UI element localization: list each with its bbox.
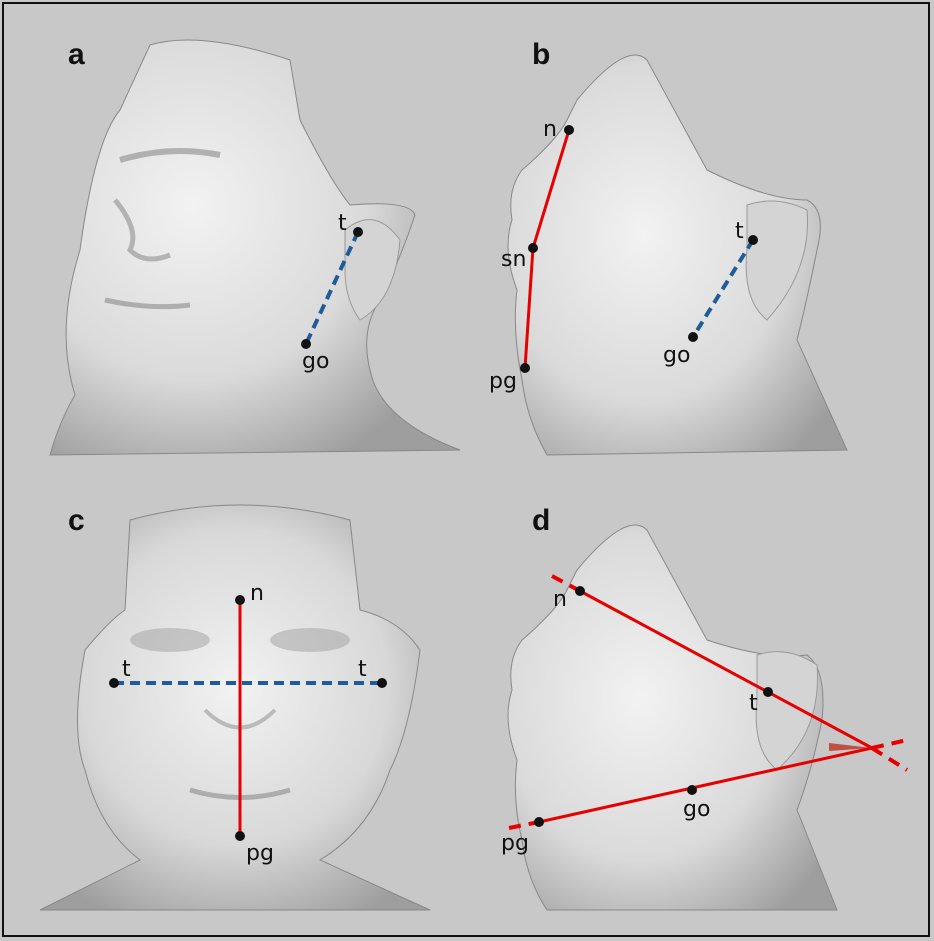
landmark-pg-dot bbox=[235, 831, 245, 841]
landmark-sn-dot bbox=[528, 243, 538, 253]
landmark-n-label: n bbox=[553, 587, 567, 612]
panel-d-label: d bbox=[532, 504, 550, 538]
n-t-extension-right bbox=[872, 748, 907, 770]
landmark-n-dot bbox=[564, 125, 574, 135]
panel-c: n t t pg c bbox=[0, 470, 467, 941]
pg-go-extension-right bbox=[872, 740, 907, 748]
landmark-sn-label: sn bbox=[501, 247, 526, 272]
landmark-t-label: t bbox=[338, 211, 347, 236]
landmark-t-label: t bbox=[735, 219, 744, 244]
landmark-t-left-label: t bbox=[122, 657, 131, 682]
panel-d: n t go pg d bbox=[467, 470, 934, 941]
panel-a: t go a bbox=[0, 0, 467, 470]
landmark-n-label: n bbox=[250, 581, 264, 606]
panel-b-label: b bbox=[532, 38, 550, 72]
landmark-pg-label: pg bbox=[501, 831, 529, 856]
head-3d-scan bbox=[40, 505, 430, 910]
panel-b: n sn pg t go b bbox=[467, 0, 934, 470]
landmark-go-label: go bbox=[663, 343, 690, 368]
landmark-go-dot bbox=[301, 339, 311, 349]
landmark-t-dot bbox=[353, 227, 363, 237]
panel-c-illustration: n t t pg bbox=[0, 470, 467, 941]
landmark-go-label: go bbox=[302, 349, 329, 374]
landmark-pg-dot bbox=[534, 817, 544, 827]
landmark-pg-label: pg bbox=[489, 369, 517, 394]
landmark-pg-dot bbox=[520, 363, 530, 373]
landmark-n-dot bbox=[235, 595, 245, 605]
landmark-go-dot bbox=[687, 785, 697, 795]
landmark-t-left-dot bbox=[109, 678, 119, 688]
landmark-t-dot bbox=[763, 687, 773, 697]
landmark-t-dot bbox=[748, 235, 758, 245]
landmark-pg-label: pg bbox=[246, 841, 274, 866]
landmark-go-dot bbox=[688, 332, 698, 342]
panel-c-label: c bbox=[68, 504, 85, 538]
panel-d-illustration: n t go pg bbox=[467, 470, 934, 941]
landmark-n-dot bbox=[575, 586, 585, 596]
panel-a-label: a bbox=[68, 38, 85, 72]
landmark-t-right-dot bbox=[377, 678, 387, 688]
landmark-t-right-label: t bbox=[358, 657, 367, 682]
landmark-go-label: go bbox=[683, 797, 710, 822]
landmark-t-label: t bbox=[749, 691, 758, 716]
landmark-n-label: n bbox=[543, 117, 557, 142]
